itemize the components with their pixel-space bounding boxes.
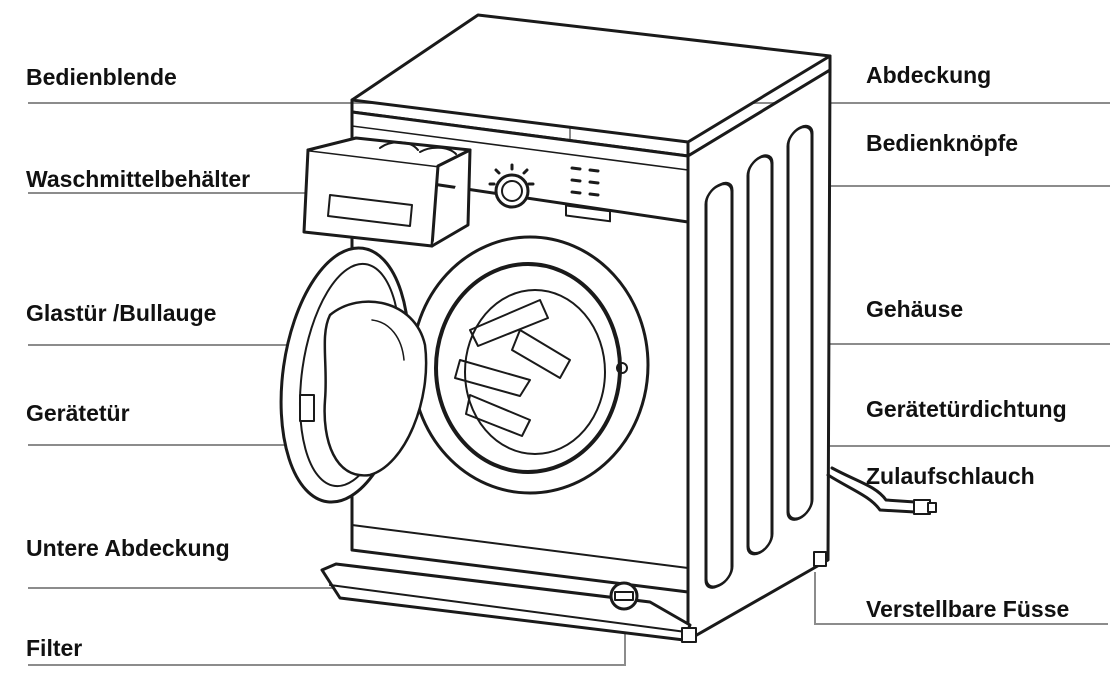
side-rib-3 bbox=[786, 124, 814, 521]
detergent-drawer-side bbox=[306, 136, 472, 168]
label-geraetetuerdichtung: Gerätetürdichtung bbox=[866, 396, 1067, 422]
label-waschmittelbehaelter: Waschmittelbehälter bbox=[26, 166, 251, 192]
label-bedienknoepfe: Bedienknöpfe bbox=[866, 130, 1019, 156]
label-verstellbare-fuesse: Verstellbare Füsse bbox=[866, 596, 1070, 622]
door-hinge bbox=[299, 394, 315, 422]
leader-verstellbare-fuesse bbox=[814, 572, 1108, 625]
control-panel-top bbox=[351, 125, 689, 171]
foot-front-right bbox=[681, 627, 697, 643]
drum-paddles bbox=[454, 299, 571, 437]
leader-lines bbox=[28, 102, 1110, 666]
side-panel bbox=[686, 68, 832, 642]
side-rib-2 bbox=[746, 154, 774, 556]
door-catch bbox=[616, 362, 628, 374]
detergent-drawer-body bbox=[430, 148, 472, 248]
detergent-compartments bbox=[379, 141, 457, 155]
detergent-drawer-front bbox=[302, 148, 440, 248]
label-glastuer-bullauge: Glastür /Bullauge bbox=[26, 300, 217, 326]
inlet-hose-nut bbox=[927, 502, 937, 513]
label-gehaeuse: Gehäuse bbox=[866, 296, 964, 322]
program-knob-inner bbox=[501, 180, 523, 202]
label-bedienblende: Bedienblende bbox=[26, 64, 177, 90]
lower-cover-edge bbox=[329, 584, 687, 633]
label-zulaufschlauch: Zulaufschlauch bbox=[866, 463, 1035, 489]
label-abdeckung: Abdeckung bbox=[866, 62, 992, 88]
label-filter: Filter bbox=[26, 635, 83, 661]
glass-highlight bbox=[371, 319, 405, 361]
drum-inner bbox=[464, 289, 606, 455]
label-untere-abdeckung: Untere Abdeckung bbox=[26, 535, 230, 561]
knob-marks bbox=[488, 163, 535, 186]
display-window bbox=[565, 204, 611, 223]
detergent-drawer-handle bbox=[327, 194, 413, 227]
machine-drawing bbox=[279, 13, 937, 643]
filter-cap bbox=[609, 581, 639, 611]
foot-rear-right bbox=[813, 551, 827, 567]
indicator-lights bbox=[570, 166, 600, 197]
label-geraetetuer: Gerätetür bbox=[26, 400, 130, 426]
filter-cap-grip bbox=[614, 591, 634, 601]
kickplate-top bbox=[351, 524, 689, 569]
inlet-hose-outline bbox=[830, 466, 917, 504]
side-rib-1 bbox=[704, 181, 734, 589]
inlet-hose bbox=[826, 473, 917, 514]
